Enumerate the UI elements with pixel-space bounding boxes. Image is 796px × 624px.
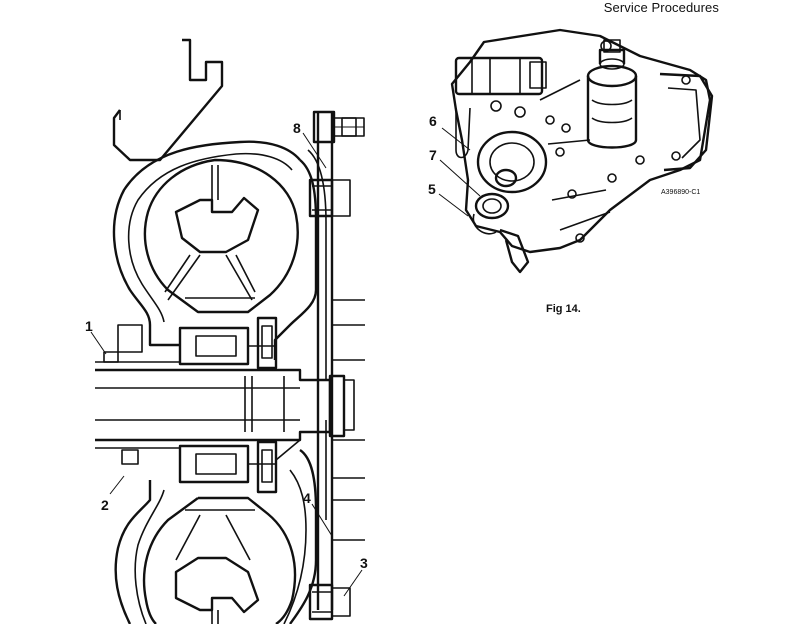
part-code: A396890-C1 xyxy=(661,189,701,196)
callout-4: 4 xyxy=(303,490,311,506)
callout-3: 3 xyxy=(360,555,368,571)
transmission-drawing xyxy=(438,28,714,274)
callout-5: 5 xyxy=(428,181,436,197)
callout-1: 1 xyxy=(85,318,93,334)
callout-8: 8 xyxy=(293,120,301,136)
callout-7: 7 xyxy=(429,147,437,163)
callout-2: 2 xyxy=(101,497,109,513)
section-title: Service Procedures xyxy=(603,0,719,15)
cross-section-drawing xyxy=(90,38,365,624)
callout-6: 6 xyxy=(429,113,437,129)
figure-caption: Fig 14. xyxy=(546,303,581,315)
